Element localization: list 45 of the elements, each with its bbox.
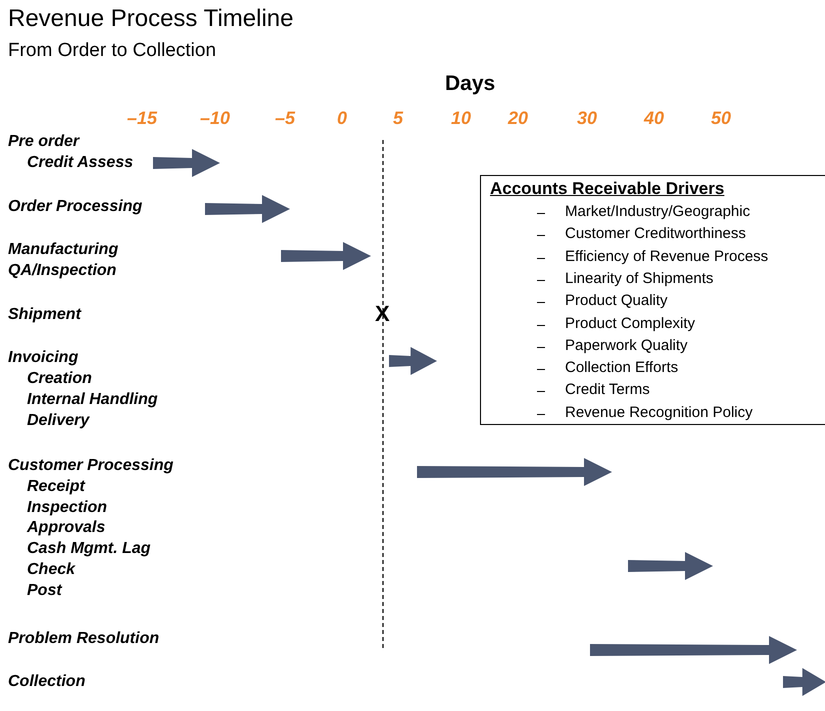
subtitle: From Order to Collection (8, 40, 216, 62)
tick-label: –15 (126, 108, 158, 129)
stage-label: Cash Mgmt. Lag (27, 540, 151, 558)
stage-label: Approvals (27, 519, 106, 537)
stage-label: Credit Assess (27, 154, 134, 172)
list-item: Revenue Recognition Policy (565, 404, 753, 421)
event-mark: X (375, 301, 390, 327)
tick-label: 5 (393, 108, 403, 129)
stage-label: Pre order (8, 133, 80, 151)
stage-label: Post (27, 582, 62, 600)
tick-label: –5 (274, 108, 296, 129)
list-item: Product Quality (565, 292, 668, 310)
stage-label: Collection (8, 673, 86, 691)
list-item: Linearity of Shipments (565, 270, 714, 287)
stage-label: Creation (27, 370, 92, 388)
list-item: Market/Industry/Geographic (565, 203, 750, 220)
axis-title: Days (445, 72, 496, 96)
stage-label: Invoicing (8, 349, 78, 367)
stage-label: Internal Handling (27, 391, 158, 409)
list-item: Customer Creditworthiness (565, 225, 746, 242)
stage-label: Order Processing (8, 198, 142, 216)
stage-label: Check (27, 561, 76, 579)
tick-label: 40 (644, 108, 664, 129)
tick-label: 20 (508, 108, 528, 129)
stage-label: Receipt (27, 478, 85, 496)
tick-label: 10 (450, 108, 472, 129)
list-item: Paperwork Quality (565, 336, 688, 354)
stage-label: QA/Inspection (8, 262, 116, 280)
stage-label: Inspection (27, 499, 108, 517)
list-item: Credit Terms (565, 381, 650, 398)
panel-heading: Accounts Receivable Drivers (490, 179, 724, 199)
stage-label: Delivery (27, 412, 90, 430)
stage-label: Customer Processing (8, 457, 174, 475)
tick-label: 30 (576, 108, 598, 129)
tick-label: 0 (337, 108, 347, 129)
list-item: Efficiency of Revenue Process (565, 248, 768, 265)
stage-label: Problem Resolution (8, 630, 160, 648)
tick-label: –10 (200, 108, 230, 129)
stage-label: Manufacturing (8, 241, 118, 259)
title: Revenue Process Timeline (8, 5, 294, 33)
drivers-panel (480, 175, 825, 425)
list-item: Collection Efforts (565, 359, 678, 376)
tick-label: 50 (710, 108, 732, 129)
list-item: Product Complexity (565, 314, 696, 332)
stage-label: Shipment (8, 306, 81, 324)
